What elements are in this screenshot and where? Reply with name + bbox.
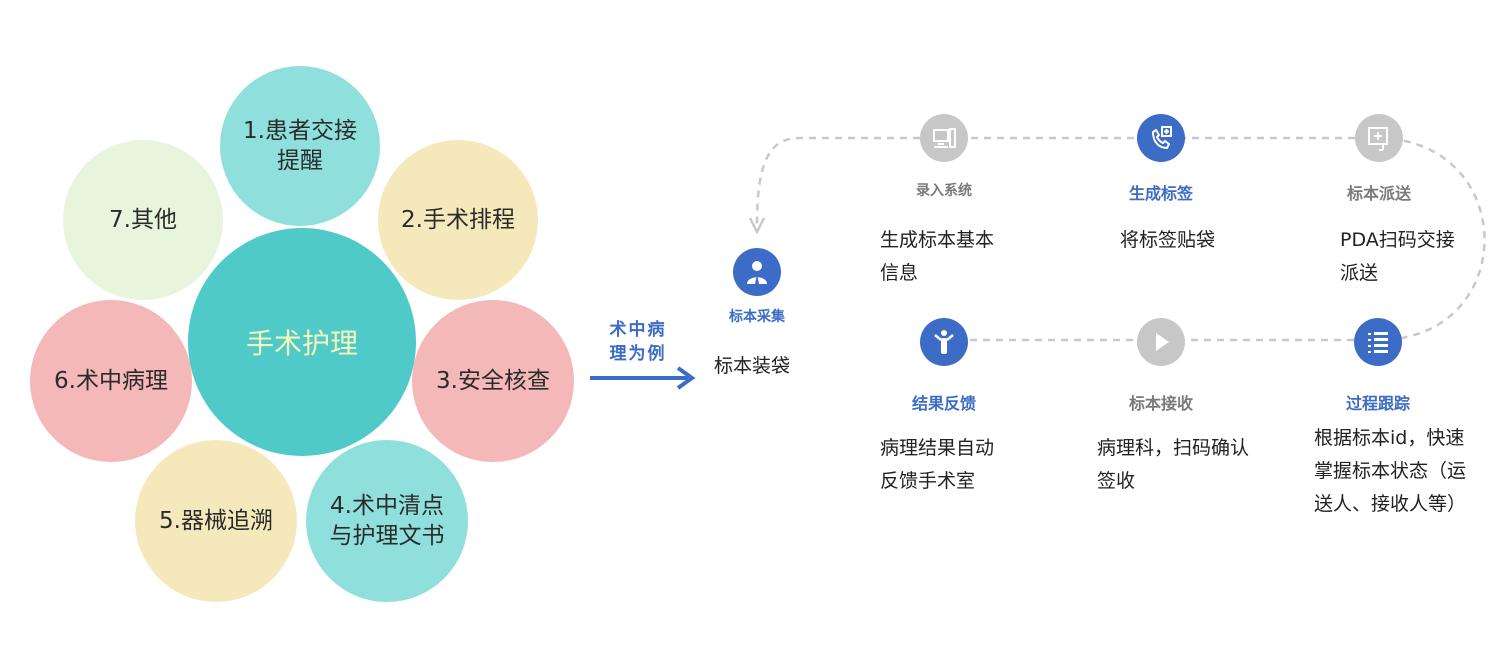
- step-desc-3: PDA扫码交接 派送: [1340, 229, 1455, 284]
- step-title-3: 标本派送: [1346, 184, 1411, 203]
- step-title-6: 结果反馈: [911, 394, 976, 413]
- petal-patient-handover: 1.患者交接 提醒: [220, 66, 380, 226]
- start-title: 标本采集: [729, 309, 785, 325]
- step-desc-4: 根据标本id，快速 掌握标本状态（运 送人、接收人等）: [1314, 427, 1467, 515]
- petal-safety-check: 3.安全核查: [412, 300, 574, 462]
- petal-surgery-scheduling: 2.手术排程: [378, 140, 538, 300]
- step-title-4: 过程跟踪: [1345, 394, 1410, 413]
- person-feedback-icon: [934, 330, 954, 354]
- link-label: 术中病 理为例: [609, 320, 667, 364]
- petal-other: 7.其他: [63, 140, 223, 300]
- start-node: [733, 248, 781, 296]
- step-node-3: [1355, 114, 1403, 162]
- computer-icon: [933, 128, 956, 148]
- step-title-5: 标本接收: [1128, 394, 1193, 413]
- phone-label-icon: [1152, 126, 1172, 149]
- step-desc-2: 将标签贴袋: [1120, 229, 1216, 251]
- step-node-6: [920, 318, 968, 366]
- petal-intraop-pathology: 6.术中病理: [30, 300, 192, 462]
- petal-instrument-tracing: 5.器械追溯: [135, 440, 297, 602]
- person-icon: [747, 261, 767, 284]
- medical-pda-icon: [1368, 127, 1388, 151]
- step-node-4: [1354, 318, 1402, 366]
- play-icon: [1156, 333, 1169, 351]
- step-node-2: [1137, 114, 1185, 162]
- flow-line-return: [755, 136, 920, 226]
- flow-line-right-curve: [1377, 136, 1486, 342]
- flow-return-arrowhead: [748, 217, 766, 235]
- step-desc-5: 病理科，扫码确认 签收: [1097, 437, 1250, 492]
- petal-count-and-nursing-docs: 4.术中清点 与护理文书: [306, 440, 468, 602]
- start-desc: 标本装袋: [714, 355, 791, 377]
- step-node-5: [1137, 318, 1185, 366]
- link-arrow: [590, 366, 696, 390]
- step-node-1: [920, 114, 968, 162]
- list-icon: [1368, 332, 1388, 353]
- step-desc-1: 生成标本基本 信息: [880, 229, 995, 284]
- step-desc-6: 病理结果自动 反馈手术室: [880, 437, 995, 492]
- step-title-2: 生成标签: [1128, 184, 1193, 203]
- hub-center: 手术护理: [188, 228, 416, 456]
- step-title-1: 录入系统: [916, 183, 972, 199]
